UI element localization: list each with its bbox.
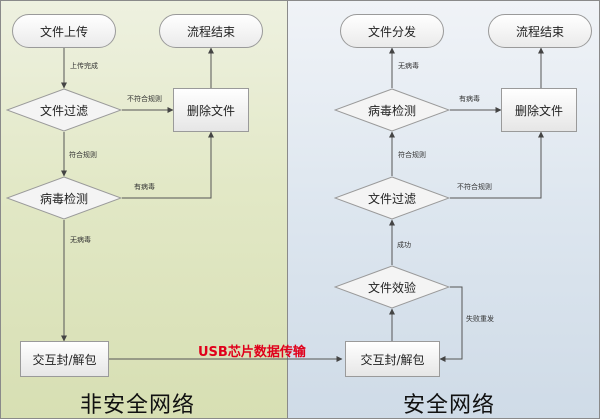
delete-label-left: 删除文件 xyxy=(186,103,235,118)
non-secure-zone-title: 非安全网络 xyxy=(80,393,196,418)
secure-zone-title: 安全网络 xyxy=(403,393,496,418)
label-no-virus-right: 无病毒 xyxy=(398,62,419,70)
virus-decision-left: 病毒检测 xyxy=(6,176,122,220)
distribute-label: 文件分发 xyxy=(367,24,416,39)
filter-label-right: 文件过滤 xyxy=(367,191,416,206)
label-match-left: 符合规则 xyxy=(69,151,97,159)
delete-process-left: 删除文件 xyxy=(173,88,249,132)
verify-decision: 文件效验 xyxy=(334,265,450,309)
pack-process-right: 交互封/解包 xyxy=(345,341,440,377)
virus-label-right: 病毒检测 xyxy=(367,103,416,118)
label-has-virus-right: 有病毒 xyxy=(459,95,480,103)
upload-label: 文件上传 xyxy=(39,24,88,39)
distribute-terminal: 文件分发 xyxy=(340,14,444,48)
end-terminal-right: 流程结束 xyxy=(488,14,592,48)
pack-process-left: 交互封/解包 xyxy=(20,341,109,377)
arrow-verify-fail-resend xyxy=(439,286,463,362)
secure-network-zone xyxy=(287,0,600,419)
virus-decision-right: 病毒检测 xyxy=(334,88,450,132)
label-fail-resend: 失败重发 xyxy=(466,315,494,323)
label-not-match-left: 不符合规则 xyxy=(127,95,162,103)
label-success: 成功 xyxy=(397,241,411,249)
pack-label-right: 交互封/解包 xyxy=(360,352,425,367)
end-label-right: 流程结束 xyxy=(515,24,564,39)
usb-transfer-label: USB芯片数据传输 xyxy=(198,345,306,360)
label-no-virus-left: 无病毒 xyxy=(70,236,91,244)
filter-decision-left: 文件过滤 xyxy=(6,88,122,132)
label-not-match-right: 不符合规则 xyxy=(457,183,492,191)
filter-decision-right: 文件过滤 xyxy=(334,176,450,220)
virus-label-left: 病毒检测 xyxy=(39,191,88,206)
label-upload-done: 上传完成 xyxy=(70,62,98,70)
arrow-filter-to-delete-right xyxy=(450,131,544,199)
delete-process-right: 删除文件 xyxy=(501,88,577,132)
upload-terminal-left: 文件上传 xyxy=(12,14,116,48)
filter-label-left: 文件过滤 xyxy=(39,103,88,118)
end-terminal-left: 流程结束 xyxy=(159,14,263,48)
label-has-virus-left: 有病毒 xyxy=(134,183,155,191)
arrow-virus-to-delete xyxy=(122,131,214,199)
label-match-right: 符合规则 xyxy=(398,151,426,159)
delete-label-right: 删除文件 xyxy=(514,103,563,118)
verify-label: 文件效验 xyxy=(367,280,416,295)
end-label-left: 流程结束 xyxy=(186,24,235,39)
pack-label-left: 交互封/解包 xyxy=(32,352,97,367)
